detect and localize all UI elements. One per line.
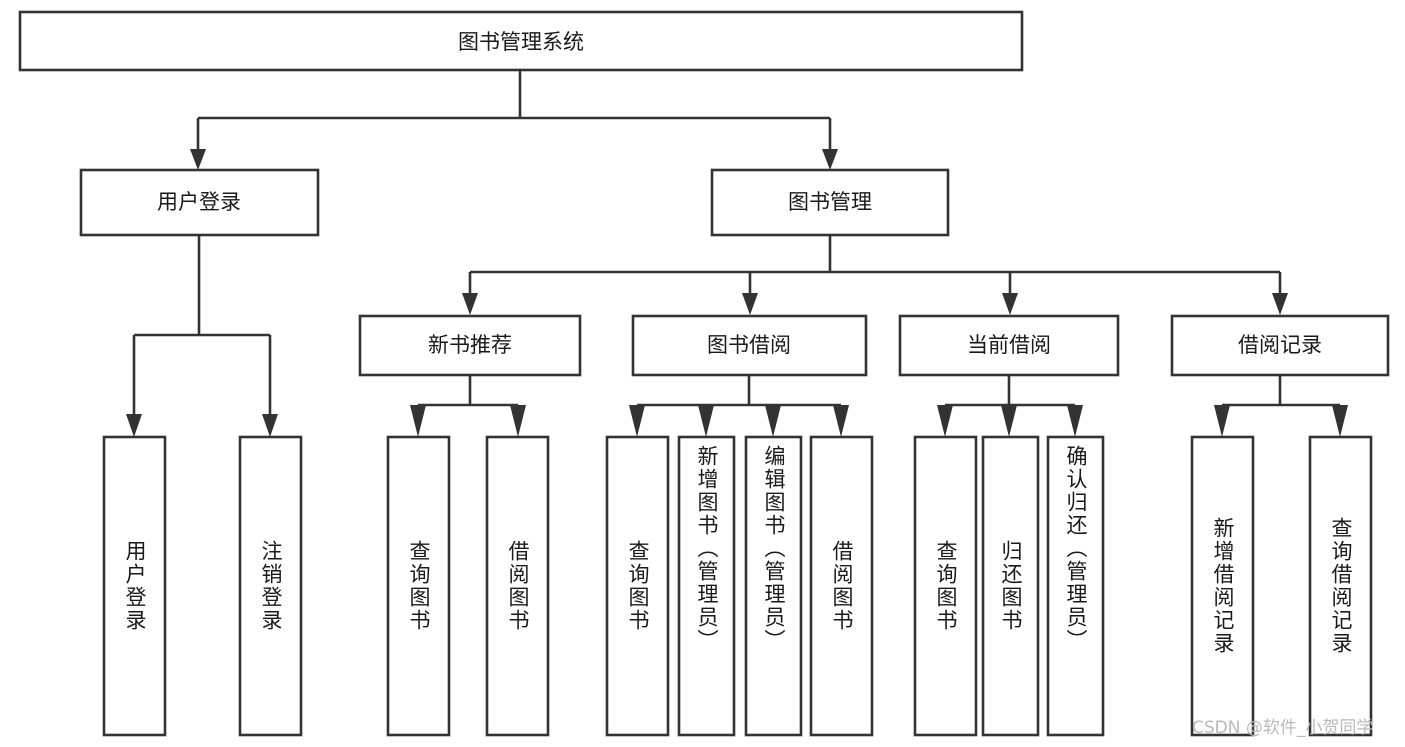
connector-userlogin-to-leaves: [126, 235, 278, 437]
node-root[interactable]: 图书管理系统: [18, 10, 1024, 72]
leaf-box-user-login[interactable]: [102, 435, 167, 737]
node-book-borrow[interactable]: 图书借阅: [631, 314, 868, 377]
node-user-login[interactable]: 用户登录: [79, 168, 320, 237]
node-root-label: 图书管理系统: [458, 30, 584, 54]
leaf-box-return-book[interactable]: [981, 435, 1040, 737]
leaf-box-edit-book[interactable]: [744, 435, 803, 737]
node-current-borrow[interactable]: 当前借阅: [898, 314, 1120, 377]
node-borrow-record[interactable]: 借阅记录: [1170, 314, 1390, 377]
leaf-box-borrow-book-1[interactable]: [485, 435, 550, 737]
leaf-box-add-book[interactable]: [677, 435, 736, 737]
leaf-box-borrow-book-2[interactable]: [809, 435, 874, 737]
connector-borrowrecord-to-leaves: [1214, 375, 1348, 437]
connector-bookborrow-to-leaves: [629, 375, 849, 437]
node-new-book-recommend[interactable]: 新书推荐: [358, 314, 582, 377]
leaf-box-confirm-return[interactable]: [1046, 435, 1105, 737]
connector-root-to-level2: [190, 70, 838, 170]
node-borrow-record-label: 借阅记录: [1238, 333, 1322, 357]
node-book-management[interactable]: 图书管理: [710, 168, 950, 237]
leaf-box-query-record[interactable]: [1308, 435, 1373, 737]
leaf-box-query-book-1[interactable]: [386, 435, 451, 737]
connector-bookmgmt-to-level3: [462, 235, 1288, 315]
node-new-book-recommend-label: 新书推荐: [428, 333, 512, 357]
leaf-box-add-record[interactable]: [1190, 435, 1255, 737]
connector-currentborrow-to-leaves: [937, 375, 1083, 437]
leaf-box-query-book-3[interactable]: [913, 435, 978, 737]
node-book-borrow-label: 图书借阅: [707, 333, 791, 357]
node-current-borrow-label: 当前借阅: [967, 333, 1051, 357]
node-book-management-label: 图书管理: [788, 190, 872, 214]
leaf-box-logout[interactable]: [238, 435, 303, 737]
connector-newbook-to-leaves: [410, 375, 526, 437]
node-user-login-label: 用户登录: [157, 190, 241, 214]
csdn-watermark: CSDN @软件_小贺同学: [1192, 718, 1374, 738]
leaf-box-query-book-2[interactable]: [605, 435, 670, 737]
